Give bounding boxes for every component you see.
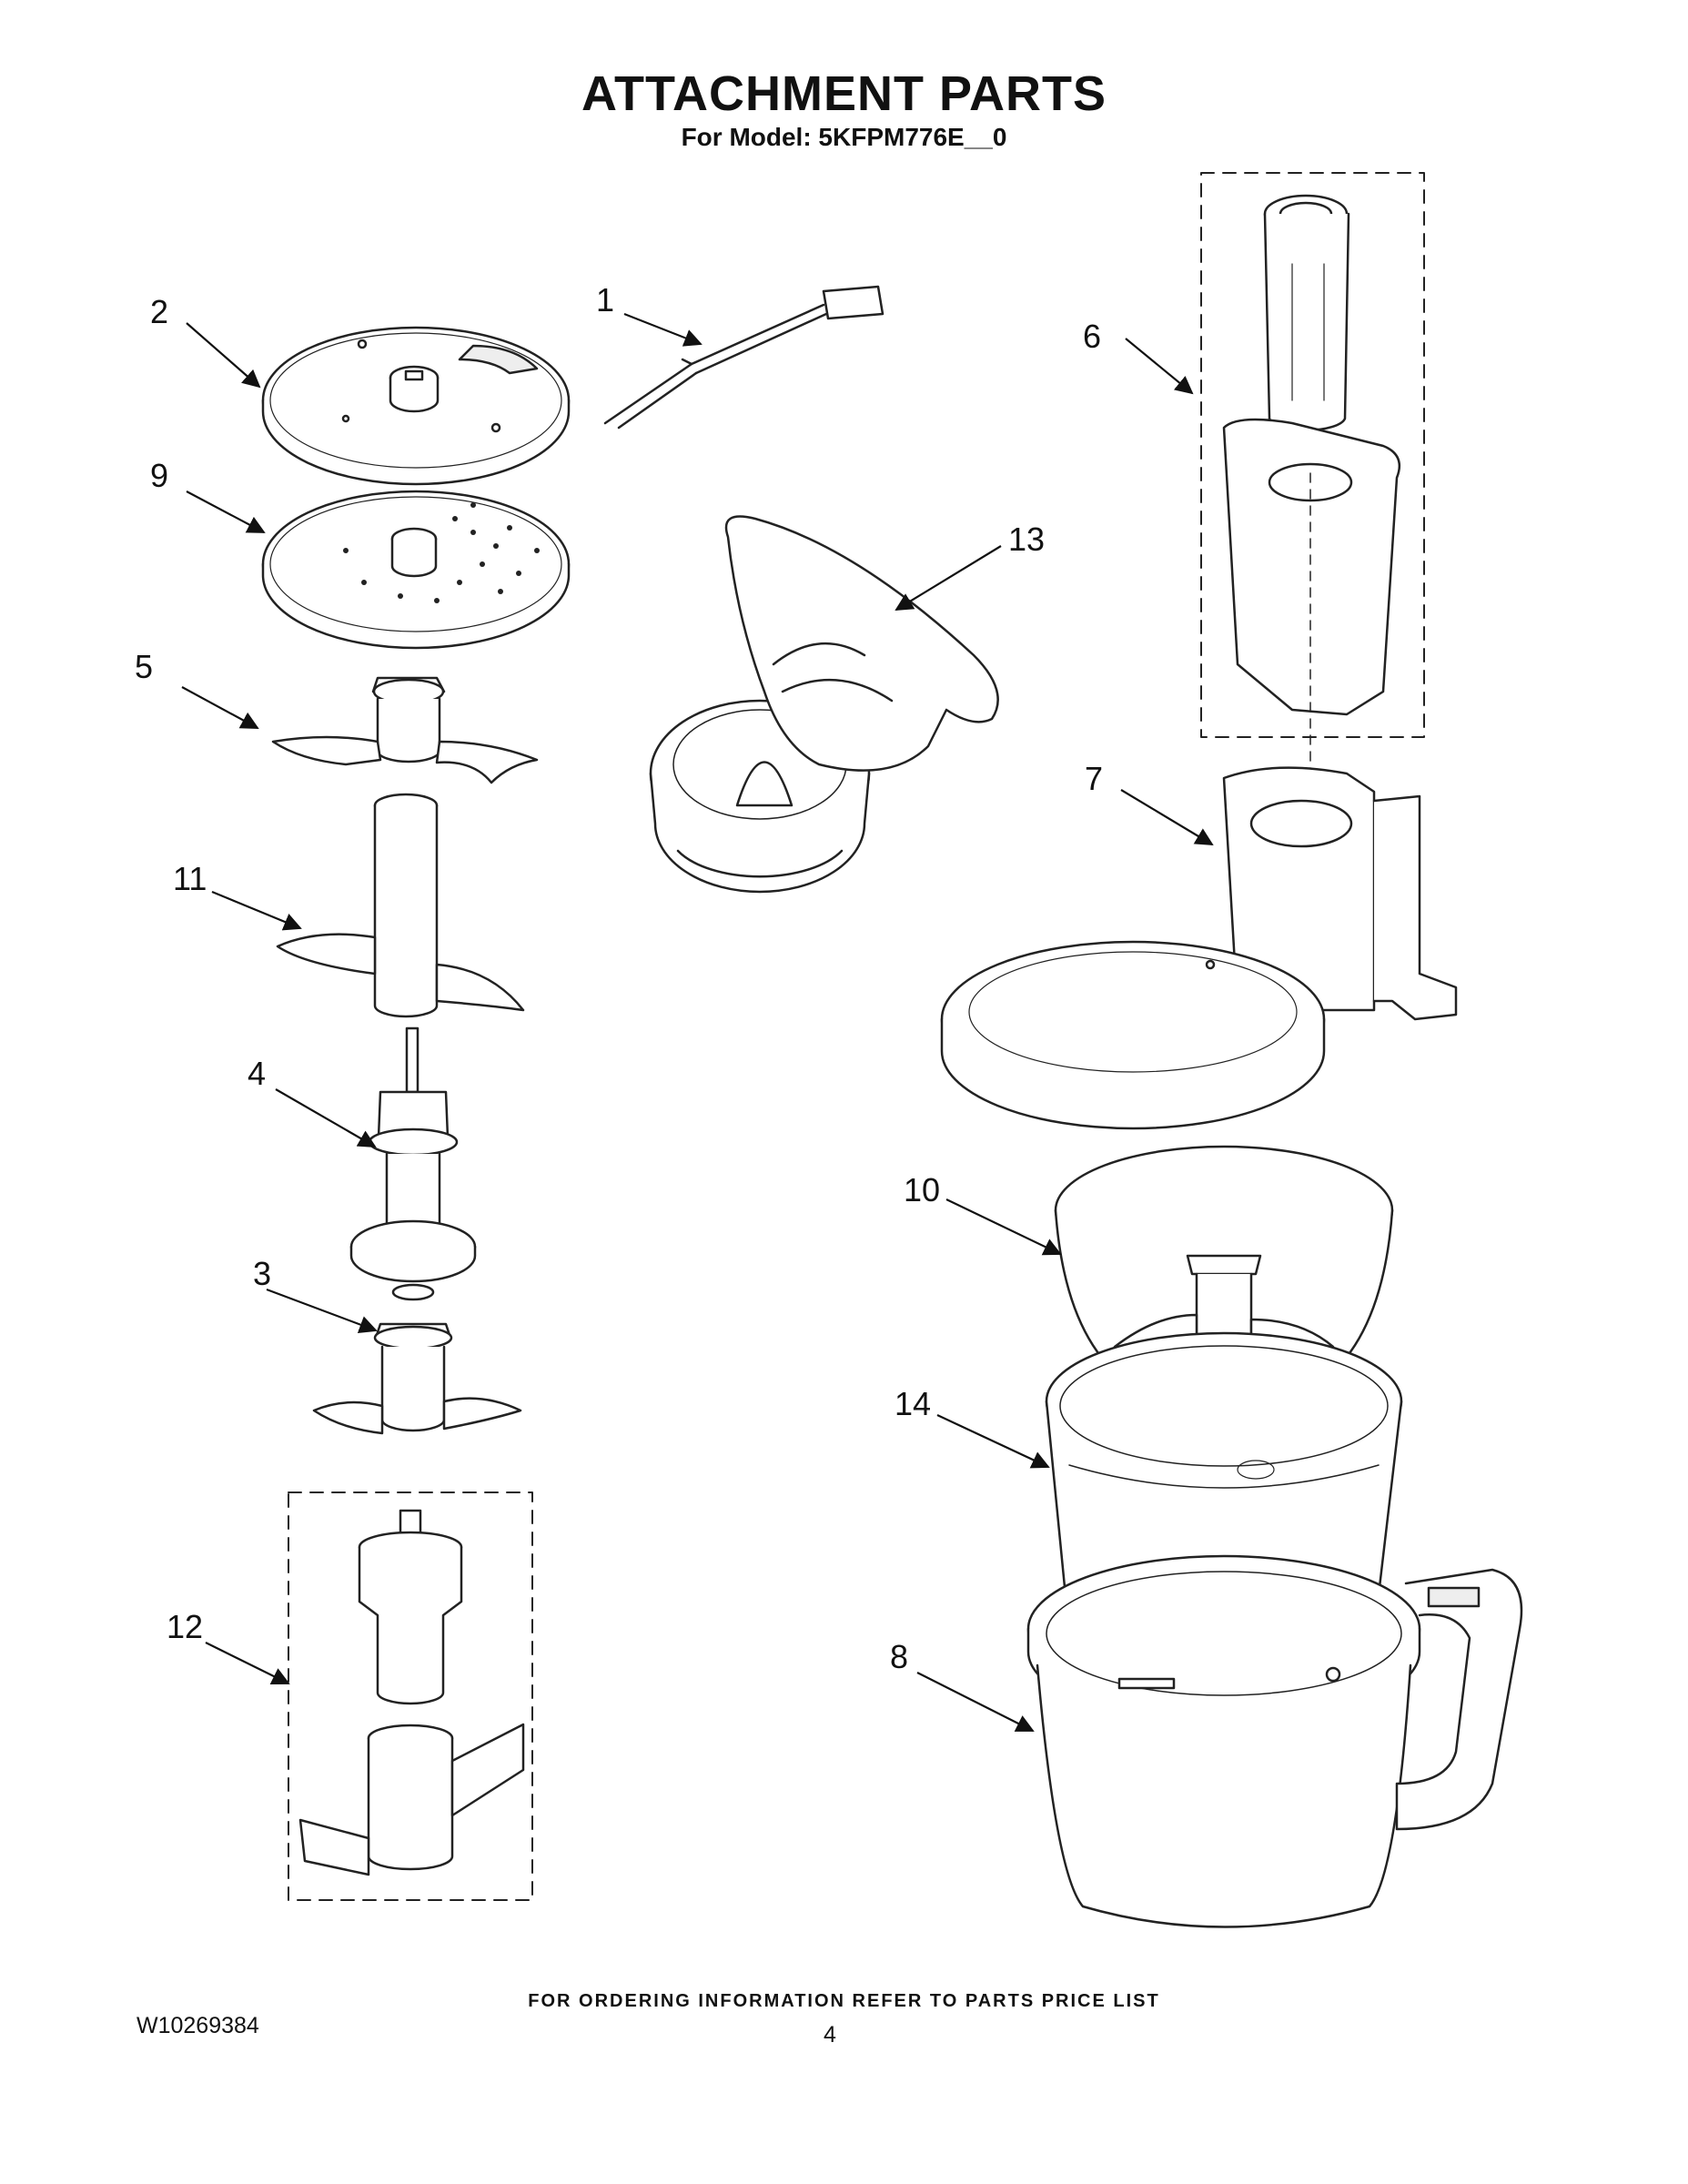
callout-11: 11 bbox=[173, 860, 207, 897]
leader-arrow bbox=[623, 312, 702, 347]
callout-8: 8 bbox=[890, 1638, 908, 1675]
leader-arrow bbox=[895, 545, 1002, 612]
callout-3: 3 bbox=[253, 1255, 271, 1292]
callout-2: 2 bbox=[150, 293, 168, 330]
document-number: W10269384 bbox=[136, 2013, 259, 2038]
part-8-work-bowl bbox=[1026, 1554, 1523, 1928]
leader-arrow bbox=[211, 890, 302, 931]
leader-arrow bbox=[945, 1198, 1062, 1256]
part-7-feed-tube-lid bbox=[940, 766, 1458, 1239]
leader-arrow bbox=[936, 1414, 1050, 1469]
leader-arrow bbox=[266, 1288, 378, 1334]
part-1-spatula bbox=[603, 285, 884, 430]
leader-arrow bbox=[186, 490, 266, 533]
page-title: ATTACHMENT PARTS bbox=[581, 66, 1107, 121]
callout-13: 13 bbox=[1008, 521, 1045, 558]
leader-arrow bbox=[181, 686, 259, 729]
callout-10: 10 bbox=[904, 1171, 940, 1208]
callout-7: 7 bbox=[1085, 760, 1103, 797]
leader-arrow bbox=[205, 1642, 290, 1684]
page-number: 4 bbox=[824, 2022, 836, 2048]
callout-5: 5 bbox=[135, 648, 153, 685]
leader-arrow bbox=[916, 1672, 1035, 1732]
leader-arrow bbox=[186, 322, 261, 389]
callout-6: 6 bbox=[1083, 318, 1101, 355]
model-subtitle: For Model: 5KFPM776E__0 bbox=[681, 123, 1007, 151]
leader-arrow bbox=[275, 1088, 377, 1148]
callout-14: 14 bbox=[895, 1385, 931, 1422]
callout-1: 1 bbox=[596, 281, 614, 318]
part-9-shredding-disc bbox=[261, 490, 571, 650]
part-12-dough-blade-kit bbox=[288, 1491, 533, 1901]
part-11-multi-purpose-blade bbox=[276, 793, 525, 1018]
ordering-note: FOR ORDERING INFORMATION REFER TO PARTS … bbox=[528, 1991, 1160, 2011]
callout-12: 12 bbox=[167, 1608, 203, 1645]
leader-arrow bbox=[1120, 789, 1214, 846]
part-2-slicing-disc bbox=[261, 326, 571, 486]
callout-9: 9 bbox=[150, 457, 168, 494]
callout-4: 4 bbox=[248, 1055, 266, 1092]
part-13-citrus-press bbox=[649, 515, 999, 894]
leader-arrow bbox=[1125, 338, 1194, 395]
part-3-mini-chopping-blade bbox=[312, 1322, 522, 1435]
part-5-mini-blade bbox=[271, 676, 539, 784]
part-6-food-pusher-assembly bbox=[1200, 172, 1425, 770]
part-4-drive-adapter bbox=[349, 1026, 477, 1301]
